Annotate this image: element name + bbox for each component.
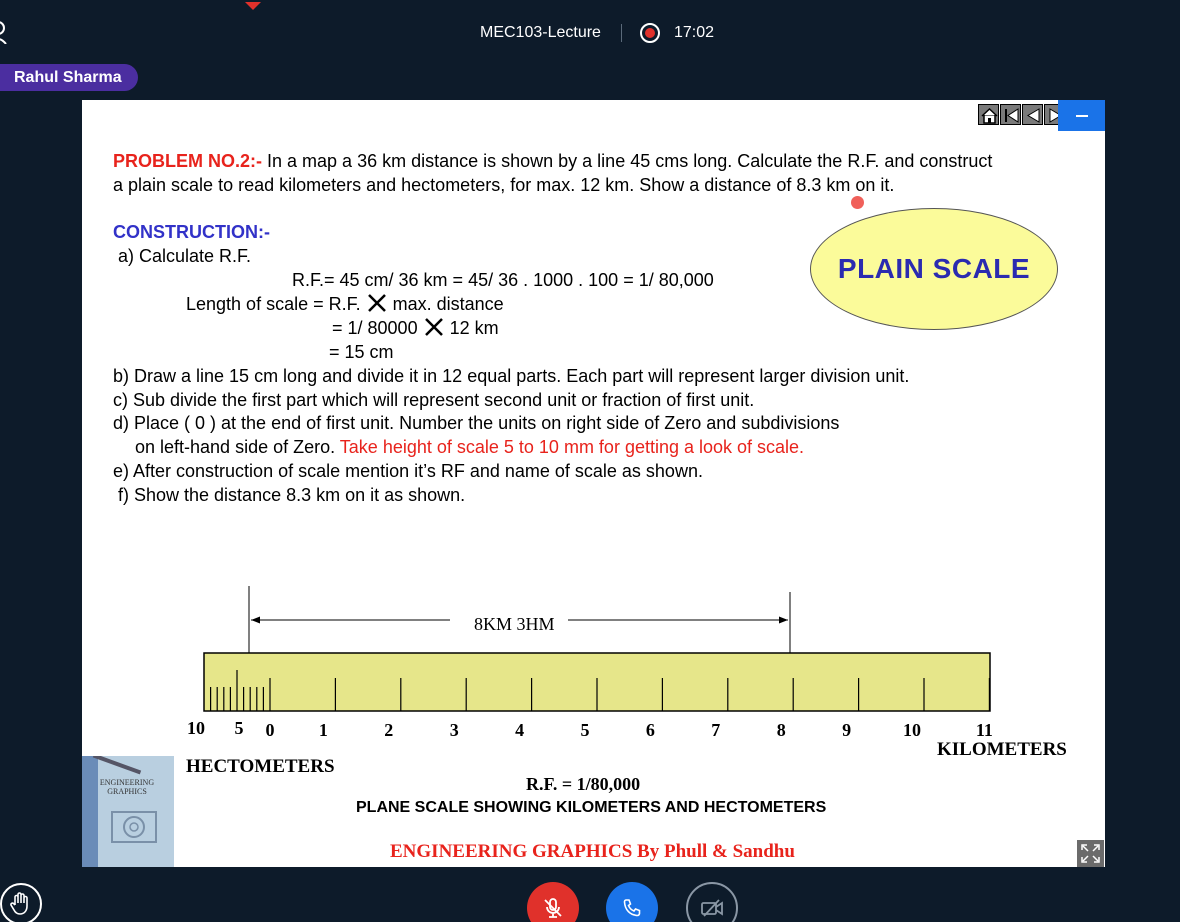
scale-label-km: 5 <box>581 720 590 740</box>
length-line2: = 1/ 80000 12 km <box>332 316 499 340</box>
mute-mic-button[interactable] <box>527 882 579 922</box>
book-machine-drawing <box>111 811 157 843</box>
problem-statement-line2: a plain scale to read kilometers and hec… <box>113 175 895 195</box>
laser-pointer <box>851 196 864 209</box>
arrow-right <box>779 616 788 624</box>
raise-hand-button[interactable] <box>0 883 42 922</box>
hectometers-label: HECTOMETERS <box>186 756 335 777</box>
multiply-icon <box>367 294 386 312</box>
scale-label-km: 10 <box>903 720 921 740</box>
meeting-header: MEC103-Lecture 17:02 <box>480 22 714 44</box>
step-d-line1: d) Place ( 0 ) at the end of first unit.… <box>113 413 840 433</box>
book-pencil <box>92 756 142 775</box>
scale-caption: PLANE SCALE SHOWING KILOMETERS AND HECTO… <box>356 799 827 816</box>
home-icon[interactable] <box>978 104 999 125</box>
step-a: a) Calculate R.F. <box>118 246 252 266</box>
scale-label-km: 4 <box>515 720 524 740</box>
book-title: ENGINEERING GRAPHICS <box>99 778 155 796</box>
speaker-name: Rahul Sharma <box>14 68 122 86</box>
scale-ticks <box>210 670 991 711</box>
multiply-icon <box>424 318 443 336</box>
plain-scale-badge: PLAIN SCALE <box>810 208 1058 330</box>
length-formula-suffix: max. distance <box>392 294 504 314</box>
length-formula-prefix: Length of scale = R.F. <box>186 294 361 314</box>
scale-label-km: 11 <box>976 720 993 740</box>
meeting-time: 17:02 <box>673 24 714 41</box>
footer-title: ENGINEERING GRAPHICS By Phull & Sandhu <box>390 841 795 862</box>
scale-label-km: 7 <box>711 720 720 740</box>
presenter-marker <box>245 2 261 10</box>
shared-slide: PROBLEM NO.2:- In a map a 36 km distance… <box>82 100 1105 867</box>
step-c: c) Sub divide the first part which will … <box>113 390 755 410</box>
step-e: e) After construction of scale mention i… <box>113 461 703 481</box>
camera-off-icon <box>701 899 723 917</box>
scale-label-zero: 0 <box>266 720 275 740</box>
phone-icon <box>623 899 641 917</box>
slide-nav-controls <box>978 104 1065 125</box>
camera-toggle-button[interactable] <box>686 882 738 922</box>
book-cover-image: ENGINEERING GRAPHICS <box>82 756 174 867</box>
scale-label-km: 2 <box>384 720 393 740</box>
prev-slide-icon[interactable] <box>1022 104 1043 125</box>
mic-muted-icon <box>544 898 562 918</box>
step-f: f) Show the distance 8.3 km on it as sho… <box>118 485 466 505</box>
distance-label: 8KM 3HM <box>474 614 555 634</box>
speaker-badge: Rahul Sharma <box>0 64 138 91</box>
step-d-line2: on left-hand side of Zero. Take height o… <box>135 435 804 459</box>
construction-heading: CONSTRUCTION:- <box>113 222 270 242</box>
problem-text: In a map a 36 km distance is shown by a … <box>262 151 993 171</box>
length-line2-suffix: 12 km <box>449 318 499 338</box>
step-b: b) Draw a line 15 cm long and divide it … <box>113 366 910 386</box>
scale-labels: 10 5 0 1 2 3 4 5 6 7 8 9 10 11 <box>187 718 993 740</box>
user-icon[interactable] <box>0 20 10 44</box>
problem-label: PROBLEM NO.2:- <box>113 151 263 171</box>
scale-label-hecto: 5 <box>235 718 244 738</box>
record-icon <box>639 23 660 43</box>
minimize-icon <box>1075 114 1088 117</box>
rf-label: R.F. = 1/80,000 <box>526 774 640 794</box>
length-formula: Length of scale = R.F. max. distance <box>186 292 504 316</box>
first-slide-icon[interactable] <box>1000 104 1021 125</box>
scale-label-hecto: 10 <box>187 718 205 738</box>
scale-label-km: 8 <box>777 720 786 740</box>
book-spine <box>82 756 98 867</box>
step-d-black: on left-hand side of Zero. <box>135 437 340 457</box>
scale-label-km: 9 <box>842 720 851 740</box>
scale-label-km: 1 <box>319 720 328 740</box>
rf-calculation: R.F.= 45 cm/ 36 km = 45/ 36 . 1000 . 100… <box>292 270 714 290</box>
step-d-red: Take height of scale 5 to 10 mm for gett… <box>339 437 805 457</box>
scale-diagram: 8KM 3HM 10 5 0 1 2 3 4 5 6 7 8 9 10 11 KILOMETERS HEC… <box>186 586 1067 816</box>
kilometers-label: KILOMETERS <box>937 739 1067 760</box>
scale-label-km: 6 <box>646 720 655 740</box>
arrow-left <box>251 616 260 624</box>
minimize-button[interactable] <box>1058 100 1105 131</box>
header-divider <box>620 24 622 42</box>
raise-hand-icon <box>10 892 28 915</box>
scale-label-km: 3 <box>450 720 459 740</box>
expand-icon[interactable] <box>1077 840 1104 867</box>
length-line3: = 15 cm <box>329 342 394 362</box>
meeting-title: MEC103-Lecture <box>480 24 601 41</box>
length-line2-prefix: = 1/ 80000 <box>332 318 418 338</box>
problem-statement-line1: PROBLEM NO.2:- In a map a 36 km distance… <box>113 149 992 173</box>
call-button[interactable] <box>606 882 658 922</box>
